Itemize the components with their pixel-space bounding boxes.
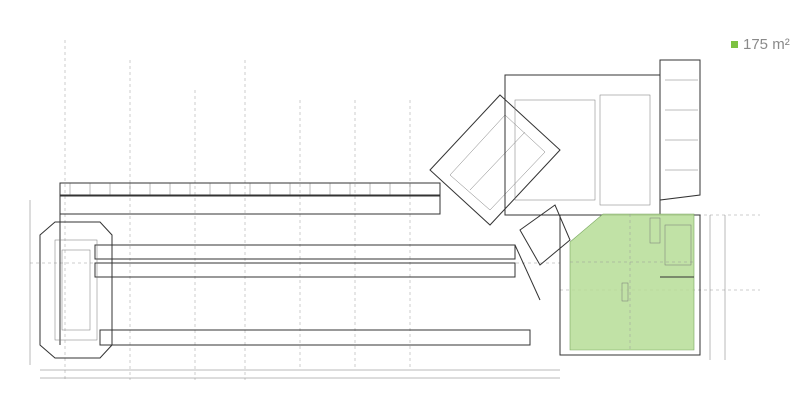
highlighted-area[interactable] [569, 213, 695, 351]
dimension-lines [29, 200, 726, 379]
legend-label: 175 m² [743, 36, 790, 53]
angled-wing [429, 94, 571, 266]
main-wing [59, 182, 541, 346]
left-block [39, 221, 113, 359]
legend-swatch [731, 41, 738, 48]
legend: 175 m² [731, 36, 790, 53]
highlighted-area-details [570, 214, 694, 350]
right-block [504, 59, 701, 356]
